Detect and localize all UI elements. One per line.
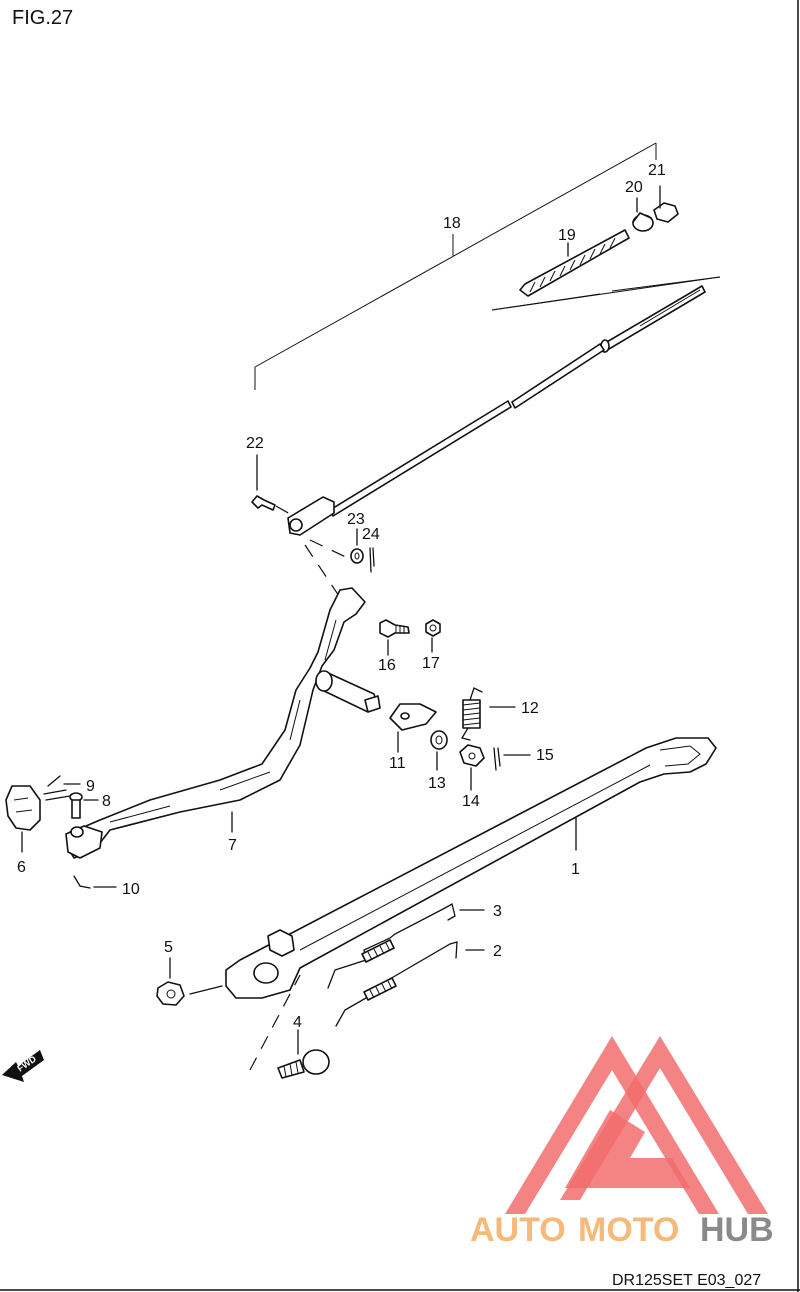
part-1-side-stand bbox=[225, 737, 717, 999]
part-14-nut bbox=[459, 744, 485, 791]
callout-22: 22 bbox=[246, 435, 264, 452]
watermark-hub: HUB bbox=[700, 1211, 774, 1249]
part-8-bolt bbox=[69, 792, 99, 819]
callout-23: 23 bbox=[347, 511, 365, 528]
part-10-cotter-pin bbox=[73, 875, 117, 889]
callout-2: 2 bbox=[493, 943, 502, 960]
part-16-bolt bbox=[379, 619, 410, 656]
callout-5: 5 bbox=[164, 939, 173, 956]
cable-guide-lines bbox=[491, 276, 721, 311]
callout-16: 16 bbox=[378, 657, 396, 674]
fwd-arrow-icon: FWD bbox=[2, 1050, 44, 1082]
figure-title: FIG.27 bbox=[12, 7, 73, 29]
part-12-spring bbox=[460, 687, 516, 741]
part-18-rod bbox=[329, 285, 706, 517]
part-4-bolt bbox=[277, 1029, 330, 1079]
rod-end-clevis bbox=[287, 496, 335, 536]
part-2-spring bbox=[335, 941, 485, 1027]
footer-code: DR125SET E03_027 bbox=[612, 1272, 761, 1289]
callout-1: 1 bbox=[571, 861, 580, 878]
callout-4: 4 bbox=[293, 1014, 302, 1031]
part-20-collar bbox=[632, 197, 654, 232]
callout-9: 9 bbox=[86, 778, 95, 795]
callout-18: 18 bbox=[443, 215, 461, 232]
part-17-nut bbox=[425, 619, 441, 653]
callout-3: 3 bbox=[493, 903, 502, 920]
watermark-moto: MOTO bbox=[578, 1211, 679, 1249]
callout-13: 13 bbox=[428, 775, 446, 792]
part-7-brake-pedal bbox=[65, 587, 381, 859]
callout-14: 14 bbox=[462, 793, 480, 810]
part-11-plate bbox=[389, 703, 437, 753]
watermark-triangle-icon bbox=[505, 1036, 719, 1214]
callout-10: 10 bbox=[122, 881, 140, 898]
callout-6: 6 bbox=[17, 859, 26, 876]
group-18-bracket bbox=[254, 142, 657, 390]
callout-20: 20 bbox=[625, 179, 643, 196]
callout-19: 19 bbox=[558, 227, 576, 244]
part-22-pin bbox=[251, 454, 276, 511]
part-15-cotter-pin bbox=[493, 747, 531, 771]
part-13-washer bbox=[430, 730, 448, 771]
watermark-logo: AUTO MOTO HUB bbox=[470, 1036, 774, 1249]
part-23-washer bbox=[350, 528, 364, 564]
part-3-spring bbox=[327, 903, 485, 989]
part-5-nut bbox=[156, 957, 223, 1006]
callout-21: 21 bbox=[648, 162, 666, 179]
part-9-spring-clip bbox=[43, 775, 81, 801]
callout-12: 12 bbox=[521, 700, 539, 717]
callout-8: 8 bbox=[102, 793, 111, 810]
part-21-nut bbox=[653, 185, 679, 223]
callout-15: 15 bbox=[536, 747, 554, 764]
callout-24: 24 bbox=[362, 526, 380, 543]
watermark-auto: AUTO bbox=[470, 1211, 566, 1249]
callout-11: 11 bbox=[389, 755, 406, 772]
callout-7: 7 bbox=[228, 837, 237, 854]
part-6-switch bbox=[5, 785, 41, 853]
part-19-spring bbox=[519, 229, 630, 297]
callout-17: 17 bbox=[422, 655, 440, 672]
part-24-cotter-pin bbox=[369, 547, 375, 573]
